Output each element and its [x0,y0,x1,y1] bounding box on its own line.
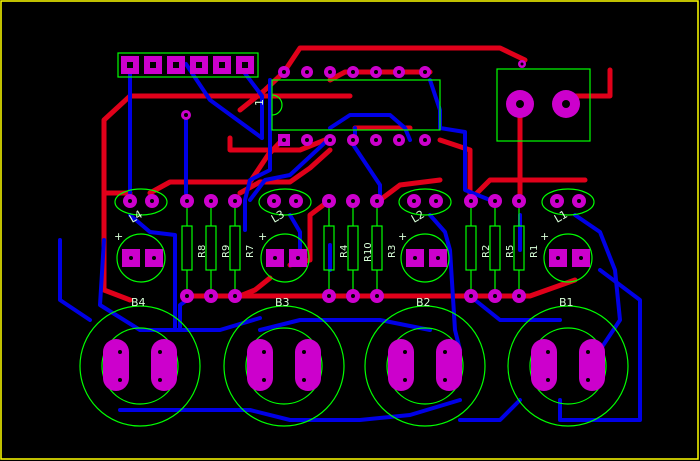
led-plus-l2: + [398,230,407,243]
resistor-label-r3: R3 [387,245,398,258]
led-label-l1: L1 [552,208,570,226]
resistor-pads [180,194,526,303]
led-plus-l3: + [258,230,267,243]
resistor-label-r4: R4 [339,245,350,258]
header-pads [121,56,254,74]
resistor-label-r10: R10 [363,242,374,262]
terminal-block-pads [506,90,580,118]
led-top-pads [123,194,586,208]
silkscreen-layer [79,52,629,427]
led-plus-l1: + [540,230,549,243]
buzzer-label-b2: B2 [416,296,431,309]
resistor-label-r9: R9 [221,245,232,258]
led-label-l3: L3 [269,208,287,226]
terminal-block-outline [496,68,591,142]
buzzer-label-b3: B3 [275,296,290,309]
ic-label: 1 [253,99,266,106]
resistor-label-r8: R8 [197,245,208,258]
pads-layer [103,56,605,391]
led-label-l4: L4 [127,208,145,226]
led-label-l2: L2 [409,208,427,226]
buzzer-pads [103,339,605,391]
ic-notch [271,94,283,116]
resistor-label-r5: R5 [505,245,516,258]
led-bottom-pads [122,249,590,267]
header-outline [117,52,259,78]
resistor-label-r7: R7 [245,245,256,258]
resistor-label-r1: R1 [529,245,540,258]
ic-outline [271,79,441,131]
component-labels: 1 L4 L3 L2 L1 + + + + R8 R9 R7 R4 R10 R3… [114,99,574,309]
ic-pads [278,66,431,146]
buzzer-label-b4: B4 [131,296,146,309]
resistor-label-r2: R2 [481,245,492,258]
buzzer-label-b1: B1 [559,296,574,309]
led-plus-l4: + [114,230,123,243]
bottom-layer-traces [58,62,642,422]
